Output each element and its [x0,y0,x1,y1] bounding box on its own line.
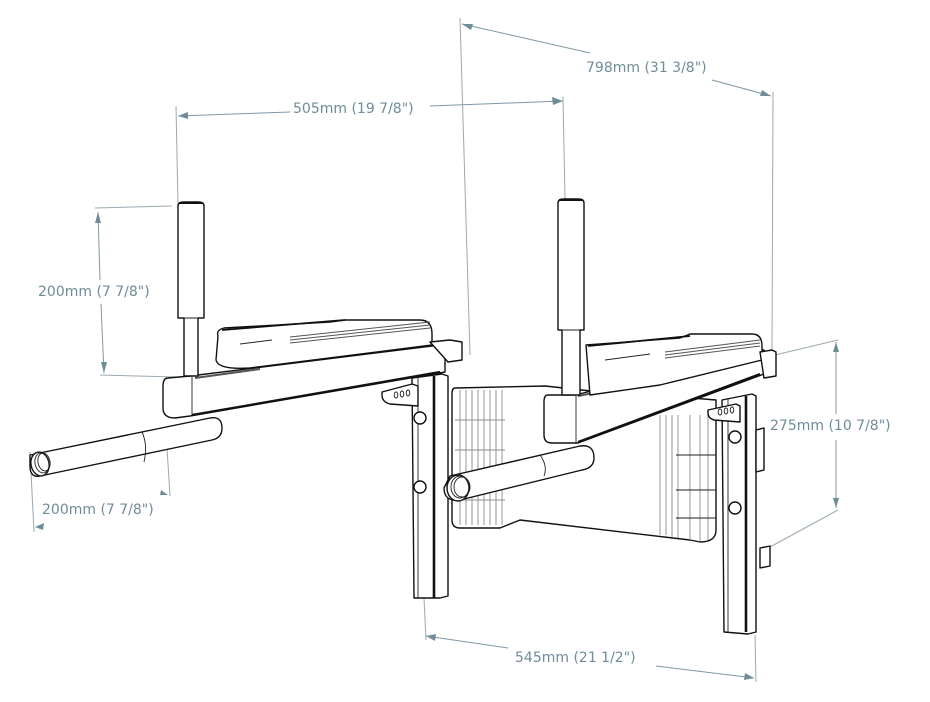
dimension-label-bracket-height: 275mm (10 7/8") [768,418,893,434]
left-bar-end-cap [30,451,51,477]
left-leg-bolt-lower [413,480,427,494]
left-leg-bolt-upper [413,411,427,425]
right-leg-adjust-plate [707,403,741,423]
right-leg-bolt-upper [728,430,742,444]
left-leg-adjust-plate [381,383,419,407]
dimension-label-depth: 798mm (31 3/8") [584,60,709,76]
dimension-label-leg-spacing: 545mm (21 1/2") [513,650,638,666]
right-bar-end-cap [446,474,471,502]
right-arm [443,198,777,502]
left-leg [381,373,449,599]
mount-hatch-right [659,415,716,541]
dimension-label-handle-height: 200mm (7 7/8") [36,284,152,300]
mount-hatch-left [455,390,505,525]
dimension-label-bar-extension: 200mm (7 7/8") [40,502,156,518]
dimension-lines [29,17,839,683]
right-leg-bolt-lower [728,501,742,515]
left-arm [29,201,463,477]
right-leg [707,393,771,635]
left-pad-grip-texture [289,321,431,344]
dimension-label-handle-spacing: 505mm (19 7/8") [291,101,416,117]
right-pad-grip-texture [664,339,761,359]
